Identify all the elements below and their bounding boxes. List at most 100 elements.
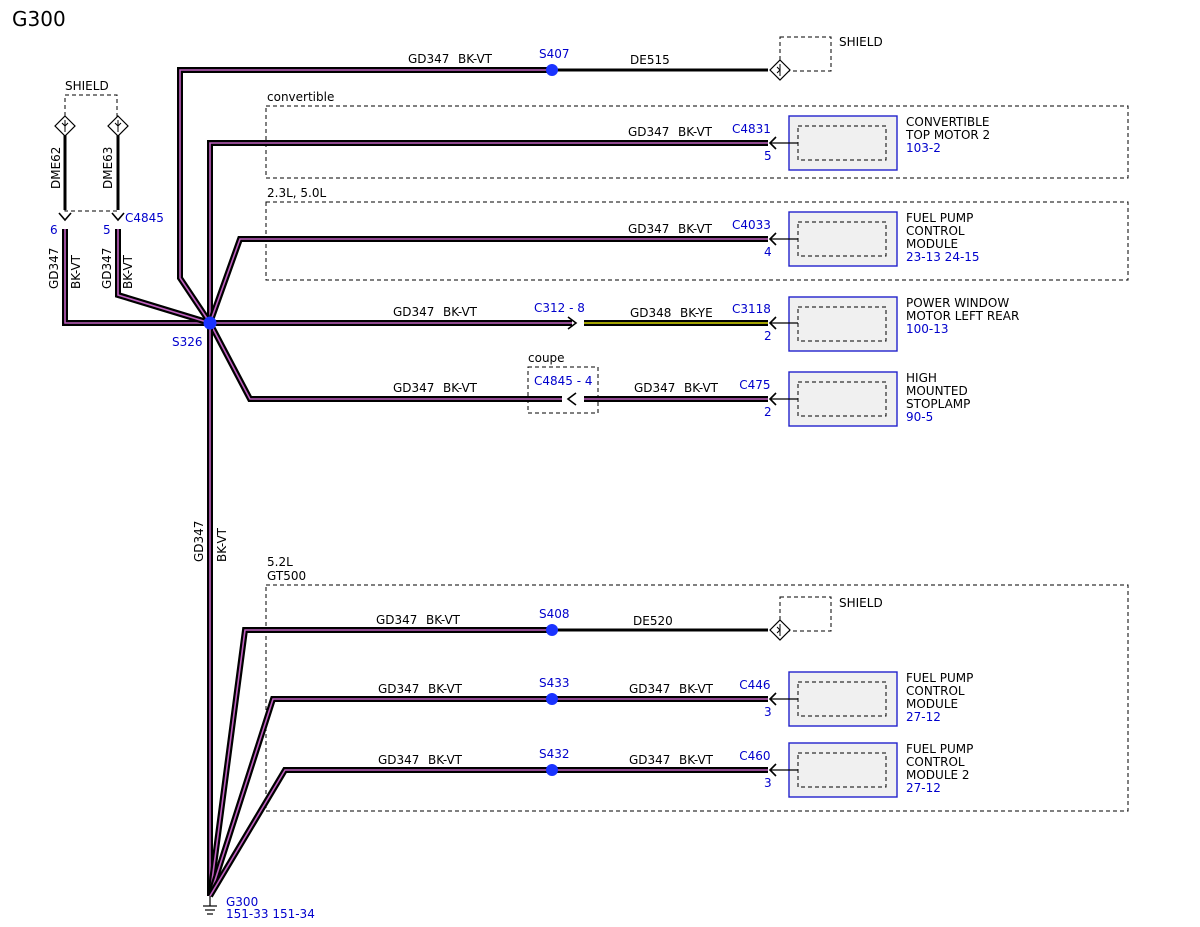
component-name-line: CONTROL (906, 684, 965, 698)
splice-s432[interactable] (546, 764, 558, 776)
color-label: BK-VT (426, 613, 461, 627)
page-title: G300 (12, 7, 66, 31)
component-inner-box (797, 681, 887, 717)
component-name-line: TOP MOTOR 2 (905, 128, 990, 142)
component-ref: 100-13 (906, 322, 949, 336)
inline-connector-c4845: C4845 - 4 (534, 374, 593, 388)
bottom-shield-label: SHIELD (839, 596, 883, 610)
ground-name: G300 (226, 895, 258, 909)
color-label: BK-VT (678, 222, 713, 236)
coupe-option-box (527, 366, 599, 414)
component-name-line: MODULE (906, 697, 958, 711)
component-inner-box (797, 125, 887, 161)
option-gt500-label: GT500 (267, 569, 306, 583)
wire-label: GD347 (376, 613, 417, 627)
connector-c4845-label: C4845 (125, 211, 164, 225)
splice-s408[interactable] (546, 624, 558, 636)
left-shield-label: SHIELD (65, 79, 109, 93)
wire-label: GD347 (629, 682, 670, 696)
wire-label: GD347 (100, 248, 114, 289)
shield-diamond-icon (769, 619, 791, 641)
harness-wires (62, 67, 768, 898)
connector-name: C446 (739, 678, 770, 692)
component-name-line: FUEL PUMP (906, 671, 973, 685)
splice-s433[interactable] (546, 693, 558, 705)
wire-label-dme63: DME63 (101, 147, 115, 189)
pin-6-label: 6 (50, 223, 58, 237)
component-ref: 23-13 24-15 (906, 250, 980, 264)
connector-name: C4033 (732, 218, 771, 232)
component-name-line: CONVERTIBLE (906, 115, 989, 129)
coupe-option-label: coupe (528, 351, 565, 365)
color-label: BK-VT (215, 527, 229, 562)
component-name-line: MODULE 2 (906, 768, 970, 782)
color-label: BK-VT (428, 753, 463, 767)
shield-diamond-icon (769, 59, 791, 81)
splice-s326[interactable] (203, 316, 217, 330)
connector-pin: 3 (764, 705, 772, 719)
wire-label: GD347 (408, 52, 449, 66)
wire-label: GD347 (378, 682, 419, 696)
color-label: BK-VT (121, 254, 135, 289)
component-name-line: FUEL PUMP (906, 742, 973, 756)
connector-pin: 5 (764, 149, 772, 163)
convertible-option-label: convertible (267, 90, 334, 104)
inline-arrow-icon (567, 316, 578, 330)
color-label: BK-YE (680, 306, 713, 320)
component-name-line: MODULE (906, 237, 958, 251)
connector-pin: 3 (764, 776, 772, 790)
component-name-line: MOUNTED (906, 384, 968, 398)
wire-label: GD348 (630, 306, 671, 320)
color-label: BK-VT (679, 682, 714, 696)
wire-label: GD347 (393, 381, 434, 395)
color-label: BK-VT (69, 254, 83, 289)
splice-s407[interactable] (546, 64, 558, 76)
color-label: BK-VT (458, 52, 493, 66)
wire-label: GD347 (393, 305, 434, 319)
connector-name: C4831 (732, 122, 771, 136)
component-inner-box (797, 381, 887, 417)
option-52-label: 5.2L (267, 555, 293, 569)
connector-pin: 4 (764, 245, 772, 259)
bottom-shield-box (779, 596, 832, 632)
connector-name: C3118 (732, 302, 771, 316)
inline-connector-c312: C312 - 8 (534, 301, 585, 315)
color-label: BK-VT (684, 381, 719, 395)
pin-arrow-icon (111, 212, 125, 222)
wire-label: GD347 (628, 125, 669, 139)
pin-arrow-icon (58, 212, 72, 222)
wire-label: GD347 (47, 248, 61, 289)
connector-name: C475 (739, 378, 770, 392)
ground-icon (203, 896, 217, 915)
component-inner-box (797, 306, 887, 342)
connector-pin: 2 (764, 405, 772, 419)
splice-s407-label: S407 (539, 47, 570, 61)
wire-label: GD347 (192, 521, 206, 562)
component-name-line: HIGH (906, 371, 937, 385)
wire-label: GD347 (629, 753, 670, 767)
splice-s433-label: S433 (539, 676, 570, 690)
component-ref: 103-2 (906, 141, 941, 155)
engine-option-label: 2.3L, 5.0L (267, 186, 326, 200)
gt500-option-box (265, 584, 1129, 812)
inline-arrow-icon (566, 392, 577, 406)
connector-pin: 2 (764, 329, 772, 343)
color-label: BK-VT (443, 381, 478, 395)
component-name-line: POWER WINDOW (906, 296, 1009, 310)
color-label: BK-VT (443, 305, 478, 319)
wire-label: DE520 (633, 614, 673, 628)
splice-s408-label: S408 (539, 607, 570, 621)
ground-refs: 151-33 151-34 (226, 907, 315, 921)
component-inner-box (797, 752, 887, 788)
top-shield-box (779, 36, 832, 72)
splice-s432-label: S432 (539, 747, 570, 761)
wire-label: GD347 (634, 381, 675, 395)
